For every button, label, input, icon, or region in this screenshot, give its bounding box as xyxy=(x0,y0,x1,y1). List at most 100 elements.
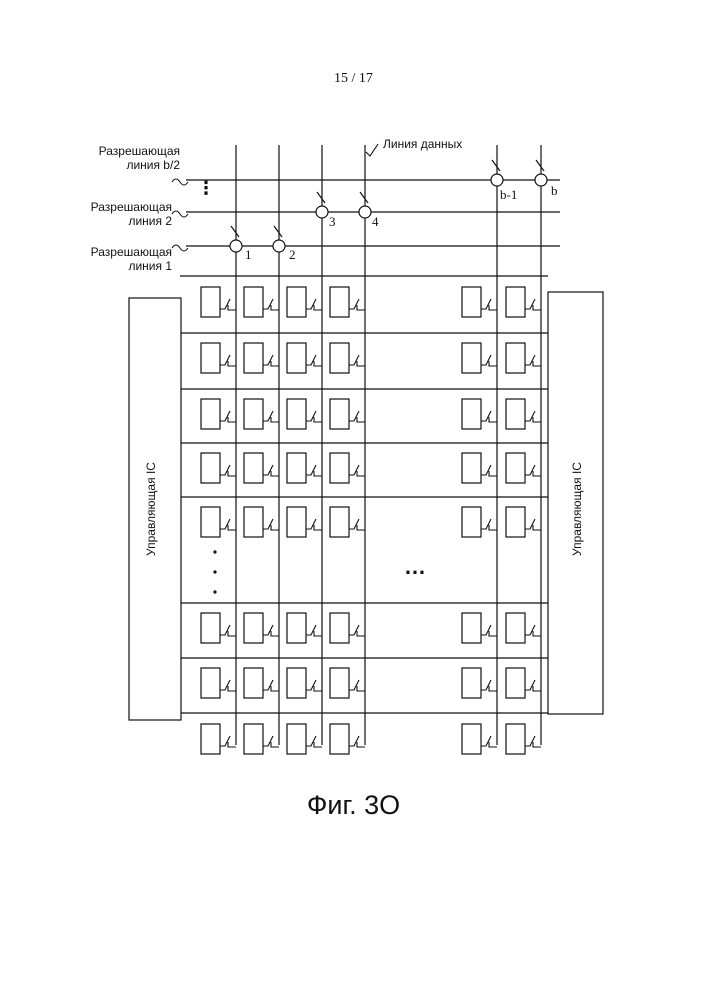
switch-number-3: 3 xyxy=(329,214,336,230)
pixel-cell-r6-c6 xyxy=(506,613,525,643)
pixel-cell-r3-c2 xyxy=(244,399,263,429)
pixel-cell-r6-c5 xyxy=(462,613,481,643)
enable-line-1-label-line2: линия 1 xyxy=(88,259,172,273)
switch-number-2: 2 xyxy=(289,247,296,263)
pixel-cell-r7-c4 xyxy=(330,668,349,698)
pixel-cell-r8-c5 xyxy=(462,724,481,754)
pixel-switch-r5-c3 xyxy=(306,519,322,530)
rows-ellipsis-dot-3 xyxy=(213,590,216,593)
enable-line-2-label-line2: линия 2 xyxy=(88,214,172,228)
pixel-cell-r3-c3 xyxy=(287,399,306,429)
pixel-switch-r3-c3 xyxy=(306,411,322,422)
pixel-switch-r7-c2 xyxy=(263,680,279,691)
pixel-switch-r5-c6 xyxy=(525,519,541,530)
pixel-cell-r1-c5 xyxy=(462,287,481,317)
pixel-switch-r8-c3 xyxy=(306,736,322,747)
pixel-cell-r4-c4 xyxy=(330,453,349,483)
enable-line-1-hook xyxy=(172,245,188,251)
pixel-cell-r1-c1 xyxy=(201,287,220,317)
rows-ellipsis-dot-2 xyxy=(213,570,216,573)
pixel-switch-r2-c6 xyxy=(525,355,541,366)
pixel-switch-r8-c5 xyxy=(481,736,497,747)
switch-b-1-circle xyxy=(491,174,503,186)
pixel-switch-r2-c5 xyxy=(481,355,497,366)
pixel-cell-r8-c3 xyxy=(287,724,306,754)
pixel-switch-r2-c2 xyxy=(263,355,279,366)
columns-ellipsis: … xyxy=(404,556,427,578)
pixel-switch-r4-c6 xyxy=(525,465,541,476)
pixel-cell-r6-c2 xyxy=(244,613,263,643)
pixel-switch-r5-c5 xyxy=(481,519,497,530)
pixel-cell-r5-c6 xyxy=(506,507,525,537)
pixel-switch-r3-c1 xyxy=(220,411,236,422)
switch-4-circle xyxy=(359,206,371,218)
pixel-cell-r8-c1 xyxy=(201,724,220,754)
pixel-cell-r7-c1 xyxy=(201,668,220,698)
pixel-switch-r6-c5 xyxy=(481,625,497,636)
pixel-switch-r4-c3 xyxy=(306,465,322,476)
switch-1-circle xyxy=(230,240,242,252)
enable-line-1-label-line1: Разрешающая xyxy=(88,245,172,259)
switch-number-b: b xyxy=(551,183,558,199)
enable-line-1-label: Разрешающая линия 1 xyxy=(88,245,172,273)
switch-number-1: 1 xyxy=(245,247,252,263)
pixel-cell-r5-c3 xyxy=(287,507,306,537)
pixel-cell-r7-c2 xyxy=(244,668,263,698)
pixel-cell-r4-c3 xyxy=(287,453,306,483)
pixel-switch-r6-c1 xyxy=(220,625,236,636)
pixel-cell-r8-c6 xyxy=(506,724,525,754)
pixel-cell-r4-c1 xyxy=(201,453,220,483)
enable-line-b2-label-line1: Разрешающая xyxy=(96,144,180,158)
pixel-cell-r6-c4 xyxy=(330,613,349,643)
switch-b-circle xyxy=(535,174,547,186)
pixel-switch-r8-c4 xyxy=(349,736,365,747)
pixel-cell-r3-c1 xyxy=(201,399,220,429)
pixel-switch-r2-c3 xyxy=(306,355,322,366)
pixel-cell-r7-c6 xyxy=(506,668,525,698)
switch-2-contact xyxy=(274,226,282,237)
control-ic-right-label: Управляющая IC xyxy=(570,444,584,574)
switch-b-1-contact xyxy=(492,160,500,171)
figure-caption: Фиг. 3О xyxy=(0,790,707,821)
control-ic-left-label: Управляющая IC xyxy=(144,444,158,574)
enable-line-2-label: Разрешающая линия 2 xyxy=(88,200,172,228)
pixel-cell-r2-c5 xyxy=(462,343,481,373)
pixel-cell-r7-c5 xyxy=(462,668,481,698)
pixel-cell-r5-c1 xyxy=(201,507,220,537)
pixel-cell-r4-c6 xyxy=(506,453,525,483)
enable-line-b2-label-line2: линия b/2 xyxy=(96,158,180,172)
pixel-cell-r5-c5 xyxy=(462,507,481,537)
enable-line-b2-label: Разрешающая линия b/2 xyxy=(96,144,180,172)
pixel-cell-r4-c5 xyxy=(462,453,481,483)
pixel-switch-r4-c2 xyxy=(263,465,279,476)
pixel-cell-r2-c1 xyxy=(201,343,220,373)
pixel-switch-r8-c6 xyxy=(525,736,541,747)
pixel-cell-r4-c2 xyxy=(244,453,263,483)
switch-number-b-1: b-1 xyxy=(500,187,517,203)
switch-b-contact xyxy=(536,160,544,171)
pixel-switch-r1-c5 xyxy=(481,299,497,310)
pixel-switch-r6-c4 xyxy=(349,625,365,636)
switch-1-contact xyxy=(231,226,239,237)
pixel-cell-r1-c4 xyxy=(330,287,349,317)
switch-3-circle xyxy=(316,206,328,218)
pixel-switch-r1-c3 xyxy=(306,299,322,310)
data-line-hook xyxy=(366,144,378,156)
switch-3-contact xyxy=(317,192,325,203)
pixel-switch-r6-c2 xyxy=(263,625,279,636)
switch-2-circle xyxy=(273,240,285,252)
pixel-switch-r1-c2 xyxy=(263,299,279,310)
pixel-cell-r6-c3 xyxy=(287,613,306,643)
enable-line-2-hook xyxy=(172,211,188,217)
pixel-cell-r1-c3 xyxy=(287,287,306,317)
pixel-switch-r5-c4 xyxy=(349,519,365,530)
pixel-cell-r8-c2 xyxy=(244,724,263,754)
pixel-switch-r2-c1 xyxy=(220,355,236,366)
pixel-cell-r2-c2 xyxy=(244,343,263,373)
pixel-cell-r1-c2 xyxy=(244,287,263,317)
pixel-switch-r8-c1 xyxy=(220,736,236,747)
enable-line-b2-hook xyxy=(172,179,188,185)
enable-line-2-label-line1: Разрешающая xyxy=(88,200,172,214)
data-line-label: Линия данных xyxy=(383,137,462,151)
